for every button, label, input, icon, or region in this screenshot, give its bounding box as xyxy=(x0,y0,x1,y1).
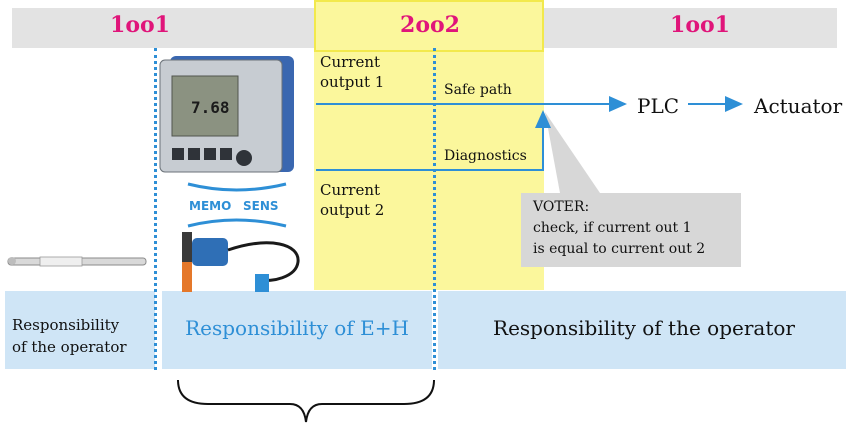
responsibility-band-eh xyxy=(162,291,432,369)
display-value: 7.68 xyxy=(191,98,230,117)
actuator-label: Actuator xyxy=(754,94,843,118)
current-output-1-label: Current output 1 xyxy=(320,53,385,91)
responsibility-eh: Responsibility of E+H xyxy=(185,316,409,340)
voter-box: VOTER: check, if current out 1 is equal … xyxy=(521,193,741,267)
voter-pointer xyxy=(545,112,600,193)
header-1oo1-right: 1oo1 xyxy=(670,12,730,38)
logo-memo: MEMO xyxy=(189,199,231,213)
diagnostics-label: Diagnostics xyxy=(444,148,527,164)
transmitter-device: 7.68 xyxy=(159,56,294,173)
memosens-connector xyxy=(182,232,300,292)
memosens-logo: MEMO SENS xyxy=(187,182,287,228)
responsibility-band-right xyxy=(438,291,846,369)
separator-left xyxy=(154,48,157,370)
2oo2-zone xyxy=(314,0,544,290)
voter-line-2: is equal to current out 2 xyxy=(533,241,706,257)
responsibility-band-left xyxy=(5,291,155,369)
voter-title: VOTER: xyxy=(533,199,590,215)
separator-right xyxy=(433,48,436,370)
eh-brace xyxy=(177,379,435,423)
responsibility-operator-right: Responsibility of the operator xyxy=(493,316,795,340)
header-1oo1-left: 1oo1 xyxy=(110,12,170,38)
responsibility-operator-left: Responsibility of the operator xyxy=(12,316,127,356)
plc-label: PLC xyxy=(637,94,680,118)
ph-sensor-probe xyxy=(7,256,147,267)
current-output-2-label: Current output 2 xyxy=(320,181,385,219)
logo-sens: SENS xyxy=(243,199,279,213)
2oo2-header-frame xyxy=(314,0,544,52)
header-2oo2: 2oo2 xyxy=(400,12,460,38)
voter-line-1: check, if current out 1 xyxy=(533,220,692,236)
safe-path-label: Safe path xyxy=(444,82,512,98)
current-output-2-line xyxy=(316,110,551,171)
